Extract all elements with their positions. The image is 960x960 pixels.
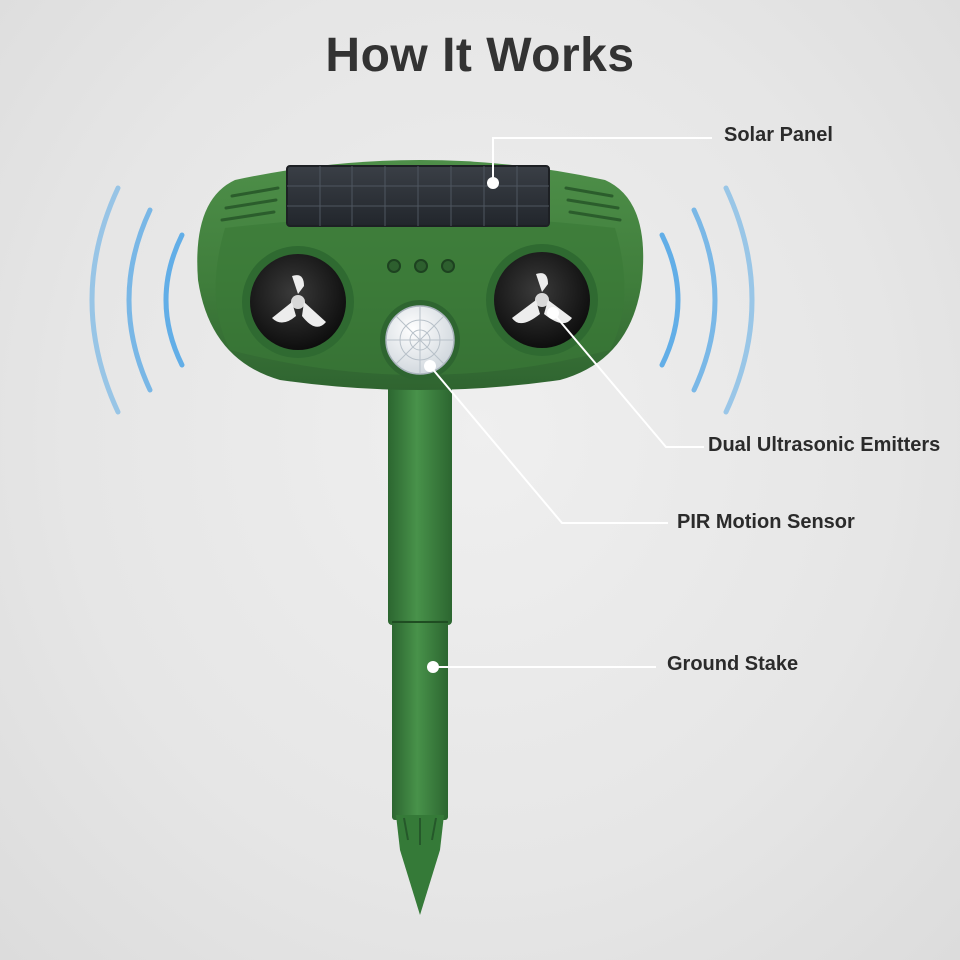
pir-motion-sensor-shape — [380, 300, 460, 380]
sound-waves-left — [89, 185, 185, 415]
right-ultrasonic-emitter — [486, 244, 598, 356]
callout-dots — [424, 177, 559, 673]
pir-sensor-label: PIR Motion Sensor — [677, 511, 855, 533]
callout-lines — [429, 137, 712, 668]
solar-panel-shape — [286, 165, 550, 227]
ground-stake-label: Ground Stake — [667, 653, 799, 675]
solar-panel-label: Solar Panel — [724, 124, 833, 146]
ground-stake-shape — [388, 385, 452, 915]
page-title: How It Works — [325, 29, 635, 82]
left-ultrasonic-emitter — [242, 246, 354, 358]
emitters-label: Dual Ultrasonic Emitters — [708, 434, 941, 456]
sound-waves-right — [659, 185, 755, 415]
